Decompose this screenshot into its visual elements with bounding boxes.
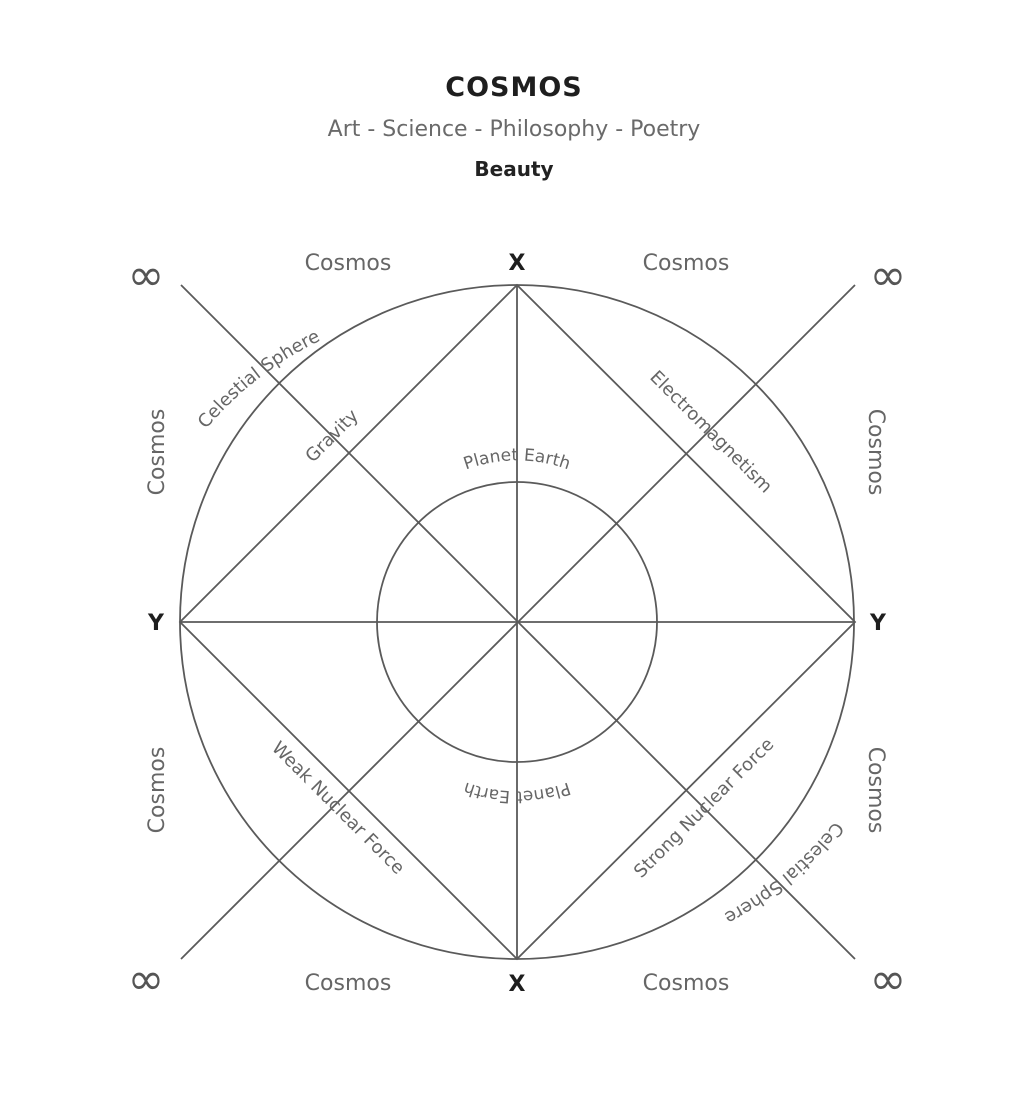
inscribed-square [178,283,857,961]
cosmos-label-left-lower: Cosmos [145,747,170,834]
cosmos-label-top-left: Cosmos [305,251,392,276]
infinity-icon-bottom-left: ∞ [128,954,165,1005]
cosmos-label-bottom-right: Cosmos [643,971,730,996]
diagram-subtitle: Art - Science - Philosophy - Poetry [327,117,701,142]
axis-label-y-left: Y [147,611,165,636]
cosmos-label-left-upper: Cosmos [145,409,170,496]
diagram-theme: Beauty [474,157,554,181]
cosmos-label-right-upper: Cosmos [863,409,888,496]
infinity-icon-top-right: ∞ [870,250,907,301]
infinity-icon-bottom-right: ∞ [870,954,907,1005]
cosmos-label-bottom-left: Cosmos [305,971,392,996]
axis-label-x-bottom: X [509,972,526,997]
diagram-title: COSMOS [445,72,583,103]
diagonal-line-tr-bl [180,284,856,960]
cosmos-label-top-right: Cosmos [643,251,730,276]
axis-label-y-right: Y [869,611,887,636]
axis-label-x-top: X [509,251,526,276]
cosmos-label-right-lower: Cosmos [863,747,888,834]
diagram-lines [178,283,857,961]
force-label-weak-nuclear: Weak Nuclear Force [267,738,408,879]
celestial-sphere-label-bottom-right: Celestial Sphere [721,818,848,928]
celestial-sphere-label-top-left: Celestial Sphere [194,326,323,433]
infinity-icon-top-left: ∞ [128,250,165,301]
